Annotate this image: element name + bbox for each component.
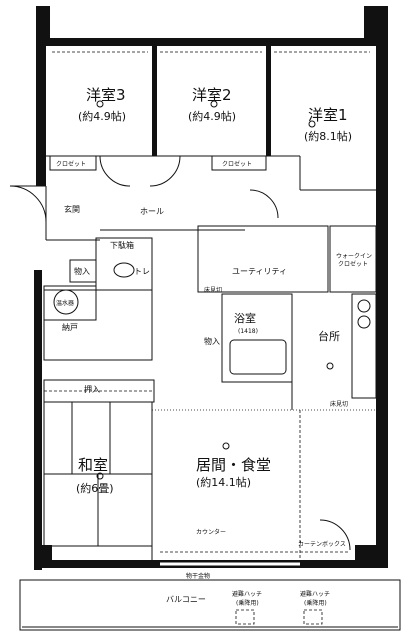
oshiire-label: 押入 [84, 384, 100, 394]
kitchen-sink [357, 299, 371, 313]
wall-top [36, 38, 386, 46]
water-heater-label: 温水器 [56, 299, 74, 307]
outlet-w2 [210, 100, 218, 108]
hatch1b-label: (乗降用) [236, 599, 259, 607]
toilet-label: トレ [134, 267, 150, 276]
walk-in-label-2: クロゼット [338, 260, 368, 268]
column-top-left [36, 6, 50, 46]
hatch1-box [235, 609, 255, 625]
hall-label: ホール [140, 207, 164, 216]
bath-area: (1418) [238, 328, 258, 335]
handrail-label: 物干金物 [186, 572, 210, 580]
wall-left-lower [34, 270, 42, 570]
toilet-bowl [113, 262, 135, 278]
front-door-swing [9, 185, 47, 223]
door-w3 [99, 155, 131, 187]
bath-name: 浴室 [234, 311, 256, 325]
closet-w3 [49, 155, 97, 171]
japanese-area: (約6畳) [76, 481, 114, 495]
monoire1-label: 物入 [74, 266, 90, 276]
curtain-box-label: カーテンボックス [298, 540, 346, 548]
genkan-label: 玄関 [64, 204, 80, 214]
outlet-w1 [308, 120, 316, 128]
living-name: 居間・食堂 [196, 456, 271, 474]
western3-name: 洋室3 [86, 86, 126, 104]
bath-box [221, 293, 293, 383]
monoire2-label: 物入 [204, 336, 220, 346]
closet2-label: クロゼット [222, 160, 252, 168]
wall-right [376, 6, 388, 566]
partition-w2-w1 [266, 46, 271, 156]
hatch2-label: 避難ハッチ [300, 590, 330, 598]
kitchen-counter [351, 293, 377, 399]
partition-w3-w2 [152, 46, 157, 156]
wall-top-left [36, 6, 46, 186]
nando-label: 納戸 [62, 322, 78, 332]
utility-label: ユーティリティ [232, 267, 287, 276]
walk-in-label: ウォークイン [336, 252, 372, 260]
hatch2-box [303, 609, 323, 625]
outlet-living [222, 442, 230, 450]
nando [43, 289, 153, 361]
western2-name: 洋室2 [192, 86, 232, 104]
closet1-label: クロゼット [56, 160, 86, 168]
balcony-label: バルコニー [166, 595, 206, 604]
monoire-left [69, 259, 97, 283]
hatch1-label: 避難ハッチ [232, 590, 262, 598]
ceiling-label: 床見切 [330, 400, 348, 408]
utility-box [197, 225, 329, 293]
kitchen-label: 台所 [318, 329, 340, 343]
hatch2b-label: (乗降用) [304, 599, 327, 607]
balcony-door [319, 519, 351, 551]
western1-area: (約8.1帖) [304, 129, 352, 143]
living-area: (約14.1帖) [196, 475, 251, 489]
column-bottom-right [355, 545, 388, 568]
bathtub [229, 339, 287, 375]
ceiling2-label: 床見切 [204, 286, 222, 294]
kitchen-sink-2 [357, 315, 371, 329]
japanese-name: 和室 [78, 456, 108, 474]
column-top-right [364, 6, 388, 46]
balcony-outline [19, 579, 401, 631]
kakamachi-label: 下駄箱 [110, 240, 134, 250]
counter-label: カウンター [196, 528, 226, 536]
door-w1 [249, 189, 279, 219]
outlet-w3 [96, 100, 104, 108]
walk-in-closet [329, 225, 377, 293]
western2-area: (約4.9帖) [188, 109, 236, 123]
door-w2 [149, 155, 181, 187]
closet-w2 [211, 155, 267, 171]
column-bottom-left [34, 545, 52, 568]
western3-area: (約4.9帖) [78, 109, 126, 123]
outlet-jp [96, 472, 104, 480]
outlet-kitchen [326, 362, 334, 370]
western1-name: 洋室1 [308, 106, 348, 124]
